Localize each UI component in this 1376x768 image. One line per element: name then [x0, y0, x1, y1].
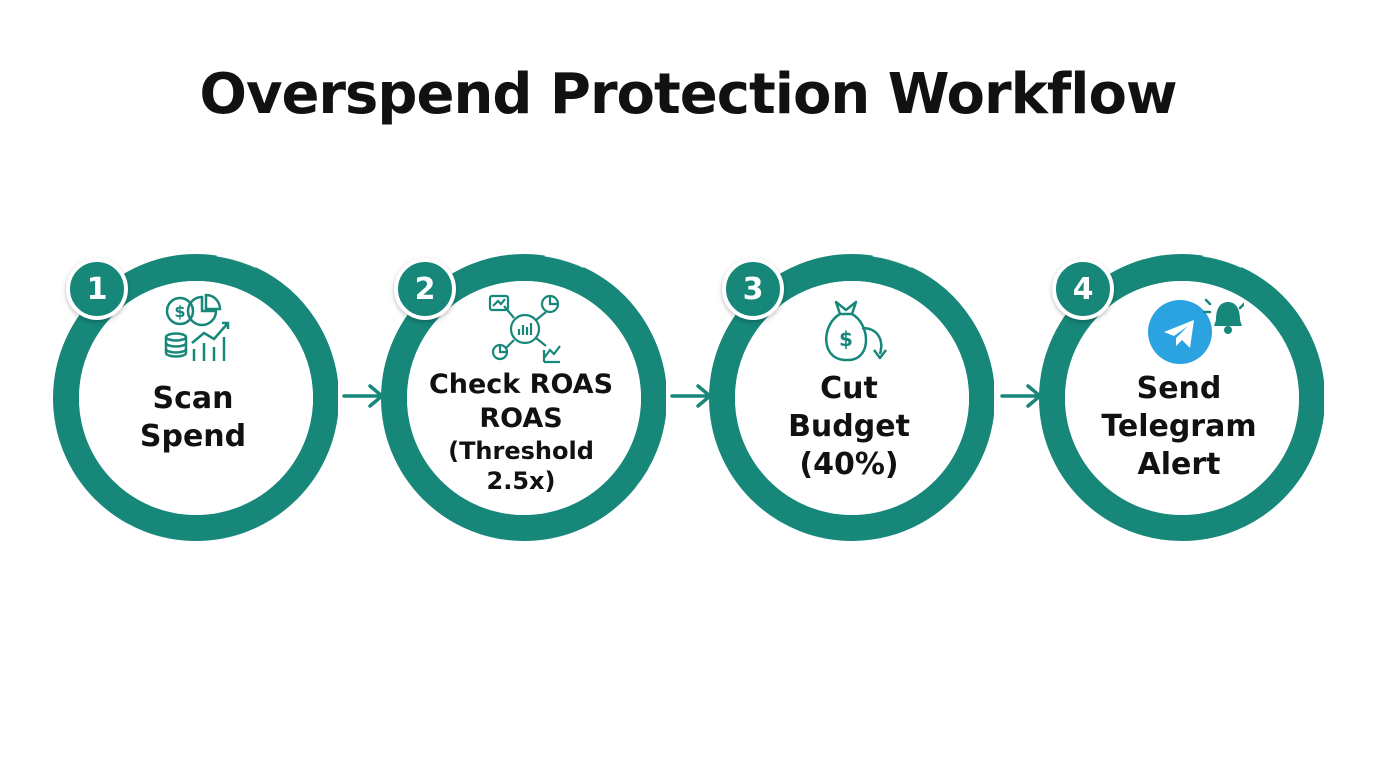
step-number-badge: 3 [722, 258, 784, 320]
step-label: Send Telegram Alert [1069, 370, 1289, 484]
telegram-bell-icon [1148, 298, 1244, 364]
step-label-line: Alert [1137, 447, 1221, 482]
step-number-badge: 2 [394, 258, 456, 320]
analytics-icon [488, 294, 561, 364]
svg-text:$: $ [174, 302, 185, 321]
step-label: Check ROAS ROAS (Threshold 2.5x) [401, 368, 641, 496]
step-label-line: ROAS [479, 403, 563, 434]
step-label: Scan Spend [83, 380, 303, 456]
step-ring [381, 254, 666, 541]
step-label-line: Scan [152, 381, 234, 416]
step-2: 2 Check ROAS ROAS (Threshold 2.5x) [376, 248, 666, 548]
money-chart-icon: $ [164, 293, 230, 361]
step-label-line: Telegram [1101, 409, 1257, 444]
step-number-badge: 4 [1052, 258, 1114, 320]
step-4: 4 Send Telegram Alert [1034, 248, 1324, 548]
money-bag-down-icon: $ [825, 300, 887, 362]
step-label: Cut Budget (40%) [739, 370, 959, 484]
step-3: 3 $ Cut Budget (40%) [704, 248, 994, 548]
step-ring [53, 254, 338, 541]
step-label-line: Budget [788, 409, 910, 444]
step-label-line: Spend [139, 419, 247, 454]
step-label-line: 2.5x) [486, 467, 556, 495]
step-label-line: (Threshold [448, 437, 594, 465]
step-number-badge: 1 [66, 258, 128, 320]
step-label-line: (40%) [799, 447, 899, 482]
page-title: Overspend Protection Workflow [199, 62, 1177, 127]
step-label-line: Check ROAS [428, 369, 614, 400]
step-label-line: Send [1136, 371, 1222, 406]
step-label-line: Cut [820, 371, 878, 406]
step-ring [1039, 254, 1324, 541]
step-ring [709, 254, 994, 541]
step-1: 1 $ Scan Spend [48, 248, 338, 548]
svg-text:$: $ [839, 327, 853, 351]
